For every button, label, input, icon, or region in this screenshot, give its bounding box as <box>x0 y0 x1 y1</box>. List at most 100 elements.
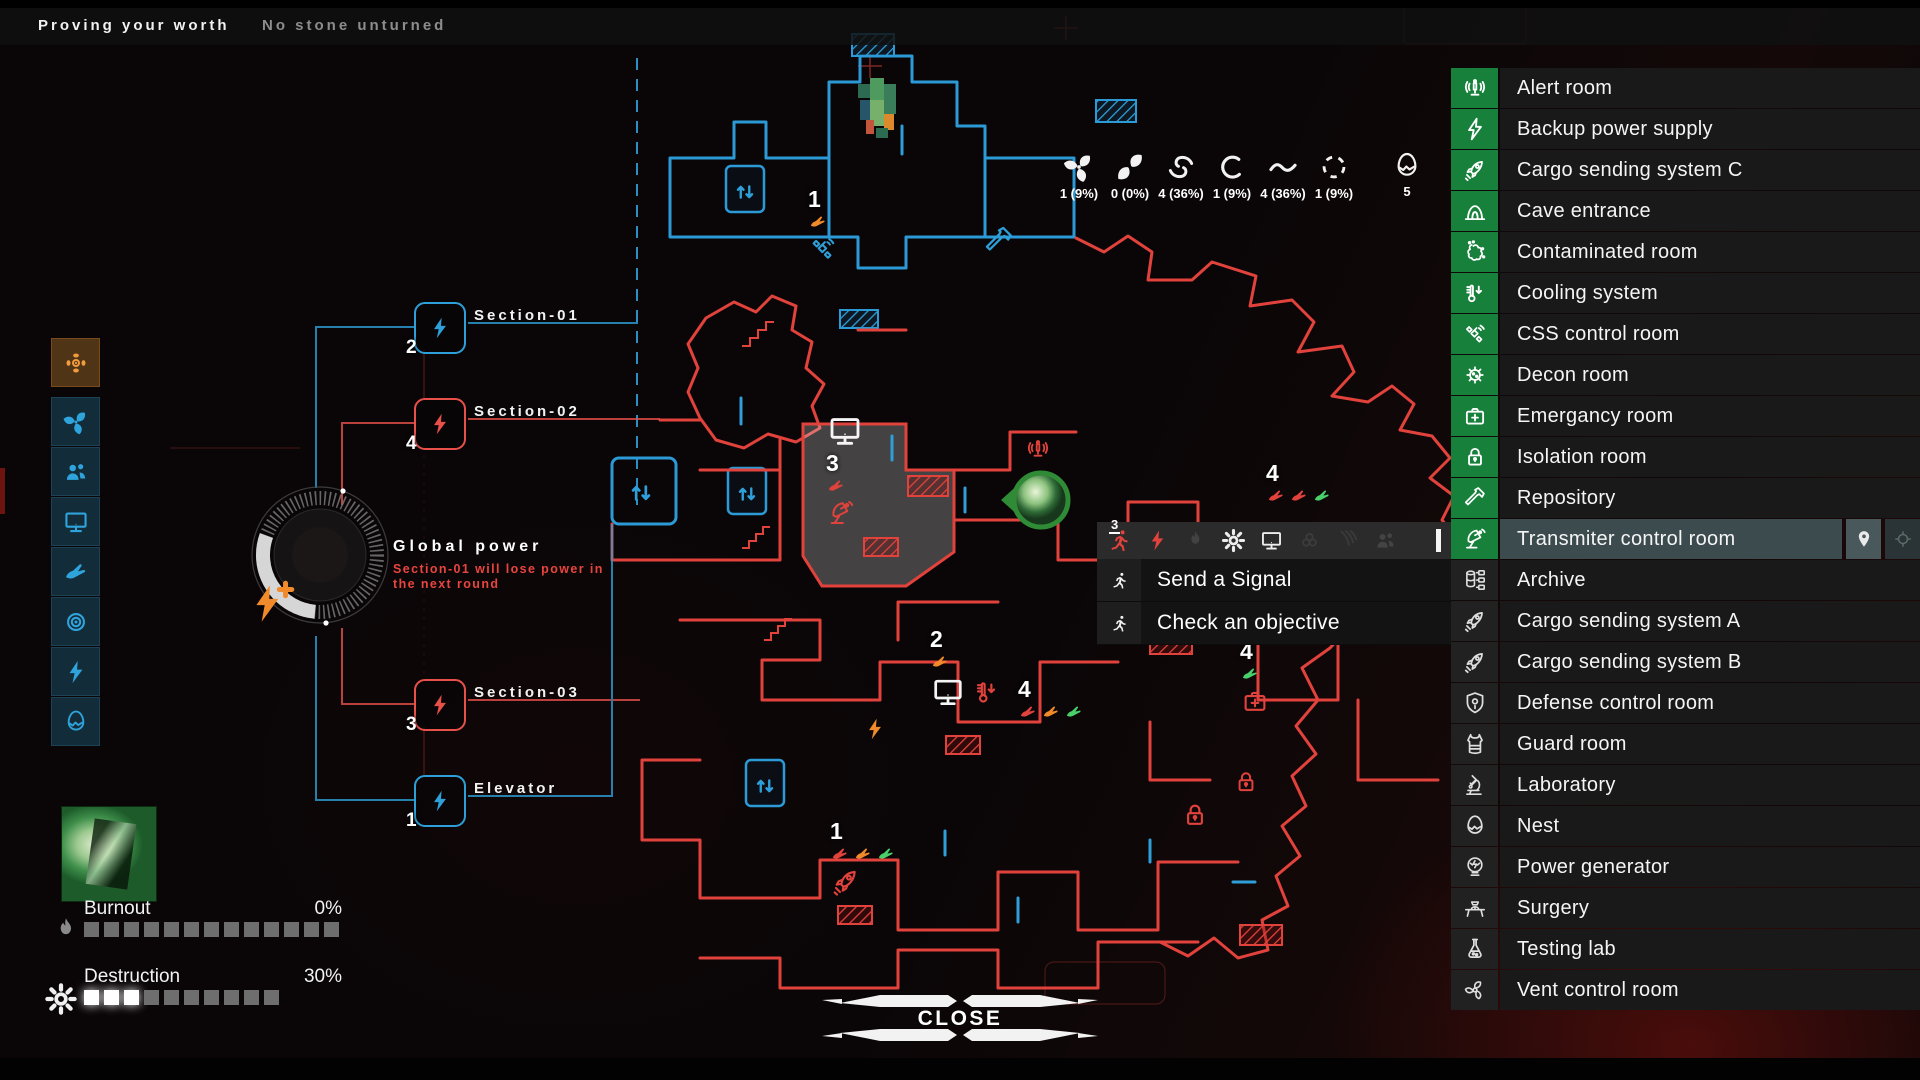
room-name: Transmiter control room <box>1500 519 1842 559</box>
ctx-filter-gear[interactable] <box>1221 528 1246 553</box>
section-label: Section-01 <box>474 307 580 324</box>
room-icon-tile <box>1451 478 1498 518</box>
room-row-surgery[interactable]: Surgery <box>1451 888 1920 928</box>
quest-title-primary: Proving your worth <box>38 17 230 34</box>
room-row-transmiter-control-room[interactable]: Transmiter control room <box>1451 519 1920 559</box>
medkit-icon <box>1240 686 1270 716</box>
section-label: Section-03 <box>474 684 580 701</box>
room-icon-tile <box>1451 150 1498 190</box>
close-button[interactable]: CLOSE <box>820 985 1100 1051</box>
archive-icon <box>1462 567 1488 593</box>
room-row-testing-lab[interactable]: Testing lab <box>1451 929 1920 969</box>
room-icon-tile <box>1451 355 1498 395</box>
ctx-filter-boltfill[interactable] <box>1145 528 1170 553</box>
target-icon <box>62 608 90 636</box>
ctx-filter-biohazard[interactable] <box>1297 528 1322 553</box>
ctx-filter-monitor[interactable] <box>1259 528 1284 553</box>
threat-hand-icon <box>808 212 828 232</box>
section-toggle-section-02[interactable]: 4 Section-02 <box>406 398 577 454</box>
vest-icon <box>1462 731 1488 757</box>
room-row-cargo-sending-system-b[interactable]: Cargo sending system B <box>1451 642 1920 682</box>
room-icon-tile <box>1451 929 1498 969</box>
room-row-backup-power-supply[interactable]: Backup power supply <box>1451 109 1920 149</box>
room-row-archive[interactable]: Archive <box>1451 560 1920 600</box>
threat-hand-icon <box>876 844 896 864</box>
threat-hands <box>930 652 950 672</box>
room-row-guard-room[interactable]: Guard room <box>1451 724 1920 764</box>
room-row-alert-room[interactable]: Alert room <box>1451 68 1920 108</box>
ctx-filter-people[interactable] <box>1373 528 1398 553</box>
burnout-value: 0% <box>314 898 342 919</box>
menu-item-send-a-signal[interactable]: Send a Signal <box>1097 559 1451 602</box>
room-row-defense-control-room[interactable]: Defense control room <box>1451 683 1920 723</box>
bar-segment <box>284 922 299 937</box>
ctx-filter-runner[interactable]: 3 <box>1107 517 1132 553</box>
room-row-emergancy-room[interactable]: Emergancy room <box>1451 396 1920 436</box>
selected-object-thumbnail[interactable] <box>61 806 157 902</box>
threat-hand-icon <box>1018 702 1038 722</box>
sidebar-item-radar[interactable] <box>51 597 100 646</box>
locate-room-button[interactable] <box>1846 519 1881 559</box>
destruction-bar <box>84 990 279 1005</box>
sidebar-item-power[interactable] <box>51 647 100 696</box>
room-row-cave-entrance[interactable]: Cave entrance <box>1451 191 1920 231</box>
section-count: 4 <box>406 433 417 454</box>
room-icon-tile <box>1451 68 1498 108</box>
section-label: Section-02 <box>474 403 580 420</box>
ctx-filter-flame[interactable] <box>1183 528 1208 553</box>
lock-icon <box>1232 768 1260 796</box>
room-icon-tile <box>1451 970 1498 1010</box>
room-row-cargo-sending-system-a[interactable]: Cargo sending system A <box>1451 601 1920 641</box>
room-row-power-generator[interactable]: Power generator <box>1451 847 1920 887</box>
room-row-cooling-system[interactable]: Cooling system <box>1451 273 1920 313</box>
room-row-css-control-room[interactable]: CSS control room <box>1451 314 1920 354</box>
sidebar-item-monsters[interactable] <box>51 397 100 446</box>
map-marker <box>1232 768 1260 796</box>
focus-room-button[interactable] <box>1885 519 1920 559</box>
hand-icon <box>62 558 90 586</box>
ctx-filter-claw[interactable] <box>1335 528 1360 553</box>
room-row-laboratory[interactable]: Laboratory <box>1451 765 1920 805</box>
room-row-repository[interactable]: Repository <box>1451 478 1920 518</box>
sidebar-item-nests[interactable] <box>51 697 100 746</box>
stage-counter-value: 0 (0%) <box>1110 186 1150 201</box>
sidebar-item-threats[interactable] <box>51 547 100 596</box>
room-row-contaminated-room[interactable]: Contaminated room <box>1451 232 1920 272</box>
stage-counter-value: 1 (9%) <box>1212 186 1252 201</box>
bar-segment <box>224 990 239 1005</box>
menu-item-check-an-objective[interactable]: Check an objective <box>1097 602 1451 645</box>
runner-icon <box>1110 614 1129 633</box>
power-remaining-arc <box>256 533 316 619</box>
room-icon-tile <box>1451 519 1498 559</box>
satellite-icon <box>1462 321 1488 347</box>
room-icon-tile <box>1451 683 1498 723</box>
selected-unit-marker[interactable] <box>993 436 1077 540</box>
room-row-vent-control-room[interactable]: Vent control room <box>1451 970 1920 1010</box>
monster-stage-counters: 1 (9%)0 (0%)4 (36%)1 (9%)4 (36%)1 (9%)5 <box>1058 150 1428 201</box>
radialdots-icon <box>61 348 91 378</box>
marker-count: 3 <box>826 450 839 476</box>
selected-room-highlight[interactable] <box>801 422 956 588</box>
sidebar-item-overview[interactable] <box>51 338 100 387</box>
room-row-cargo-sending-system-c[interactable]: Cargo sending system C <box>1451 150 1920 190</box>
cursor-bar <box>1436 529 1441 552</box>
threat-hand-icon <box>826 476 846 496</box>
room-name: Defense control room <box>1500 683 1920 723</box>
sidebar-item-staff[interactable] <box>51 447 100 496</box>
sidebar-item-terminals[interactable] <box>51 497 100 546</box>
bar-segment <box>164 990 179 1005</box>
room-row-nest[interactable]: Nest <box>1451 806 1920 846</box>
medkit-icon <box>1462 403 1488 429</box>
biohazard-icon <box>1297 528 1322 553</box>
room-row-isolation-room[interactable]: Isolation room <box>1451 437 1920 477</box>
warning-line-1: Section-01 will lose power in <box>393 562 604 576</box>
bottom-letterbox-bar <box>0 1058 1920 1080</box>
room-name: Nest <box>1500 806 1920 846</box>
stage-counter: 1 (9%) <box>1058 150 1100 201</box>
room-row-decon-room[interactable]: Decon room <box>1451 355 1920 395</box>
room-icon-tile <box>1451 273 1498 313</box>
stage-counter-value: 4 (36%) <box>1158 186 1204 201</box>
